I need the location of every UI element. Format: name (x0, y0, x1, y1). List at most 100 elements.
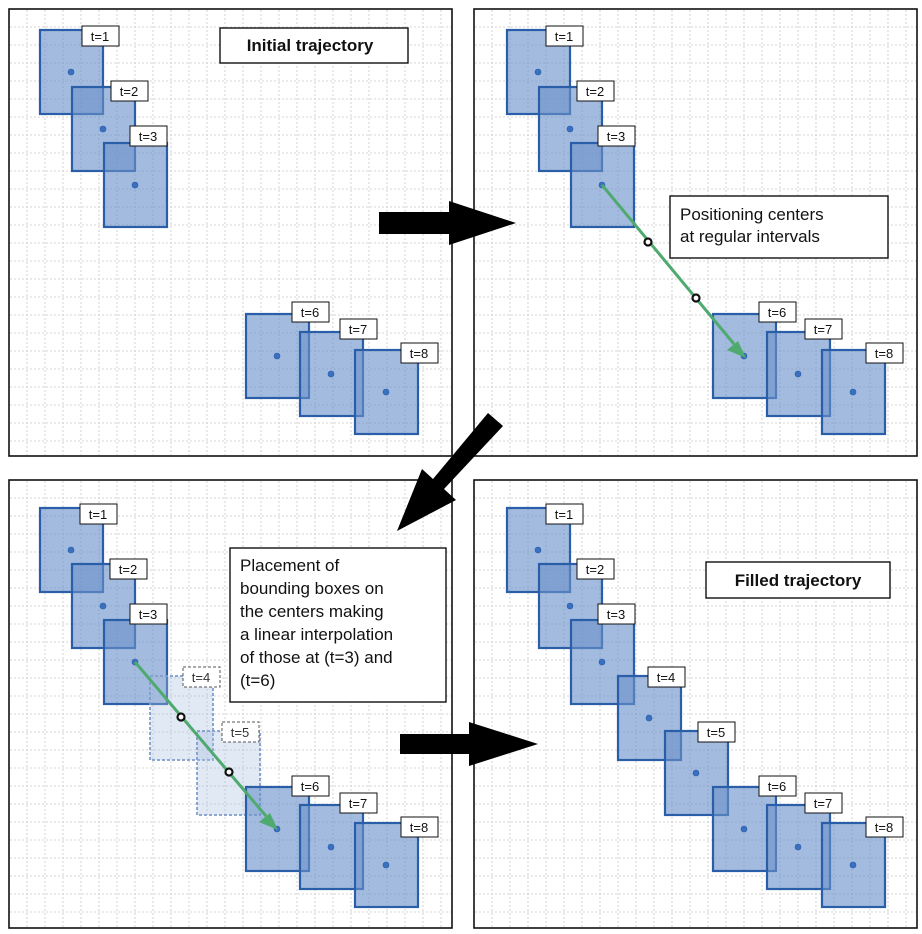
box-t8 (820, 821, 887, 909)
box-center-dot (740, 825, 748, 833)
svg-text:t=5: t=5 (707, 725, 725, 740)
svg-text:t=2: t=2 (119, 562, 137, 577)
time-tag-t1: t=1 (545, 25, 584, 47)
callout-positioning: Positioning centers at regular intervals (669, 195, 889, 259)
box-center-dot (692, 769, 700, 777)
flow-arrow-right (379, 201, 516, 245)
svg-text:Initial trajectory: Initial trajectory (247, 36, 374, 55)
interval-marker (691, 293, 701, 303)
time-tag-t3: t=3 (129, 125, 168, 147)
callout-placement: Placement of bounding boxes on the cente… (229, 547, 447, 703)
time-tag-t4: t=4 (647, 666, 686, 688)
svg-text:t=1: t=1 (89, 507, 107, 522)
svg-text:bounding boxes on: bounding boxes on (240, 579, 384, 598)
flow-arrow-diagonal (397, 413, 503, 531)
panel-positioning-centers: t=1 t=2 t=3 t=6 t=7 t=8 Positioning cent… (473, 8, 918, 457)
svg-text:t=2: t=2 (586, 562, 604, 577)
panel-filled-trajectory: t=1 t=2 t=3 t=4 t=5 t=6 t=7 t=8 Filled t… (473, 479, 918, 929)
svg-text:t=8: t=8 (410, 346, 428, 361)
svg-text:t=3: t=3 (139, 607, 157, 622)
svg-text:t=8: t=8 (410, 820, 428, 835)
time-tag-t6: t=6 (758, 301, 797, 323)
box-center-dot (67, 546, 75, 554)
box-center-dot (849, 388, 857, 396)
time-tag-t4: t=4 (182, 666, 221, 688)
box-t7 (765, 803, 832, 891)
svg-text:t=8: t=8 (875, 820, 893, 835)
time-tag-t3: t=3 (597, 125, 636, 147)
svg-text:(t=6): (t=6) (240, 671, 275, 690)
box-center-dot (794, 370, 802, 378)
time-tag-t5: t=5 (221, 721, 260, 743)
time-tag-t6: t=6 (291, 301, 330, 323)
panel-placement: t=1 t=2 t=3 t=4 t=5 t=6 t=7 t=8 Placemen… (8, 479, 453, 929)
time-tag-t2: t=2 (576, 558, 615, 580)
box-t7 (298, 803, 365, 891)
box-center-dot (273, 352, 281, 360)
interval-marker (224, 767, 234, 777)
box-center-dot (645, 714, 653, 722)
box-center-dot (534, 68, 542, 76)
time-tag-t2: t=2 (110, 80, 149, 102)
box-center-dot (327, 370, 335, 378)
svg-text:the centers making: the centers making (240, 602, 384, 621)
time-tag-t8: t=8 (400, 816, 439, 838)
time-tag-t2: t=2 (109, 558, 148, 580)
box-center-dot (566, 125, 574, 133)
time-tag-t7: t=7 (804, 792, 843, 814)
box-t7 (765, 330, 832, 418)
time-tag-t8: t=8 (865, 816, 904, 838)
box-center-dot (382, 861, 390, 869)
panel-title: Initial trajectory (219, 27, 409, 64)
svg-text:t=3: t=3 (607, 129, 625, 144)
svg-text:t=2: t=2 (120, 84, 138, 99)
svg-text:t=6: t=6 (768, 305, 786, 320)
box-center-dot (131, 181, 139, 189)
svg-text:t=3: t=3 (607, 607, 625, 622)
svg-text:t=7: t=7 (349, 796, 367, 811)
svg-text:Positioning centers: Positioning centers (680, 205, 824, 224)
svg-text:of those at (t=3) and: of those at (t=3) and (240, 648, 393, 667)
interval-marker (643, 237, 653, 247)
panel-title: Filled trajectory (705, 561, 891, 599)
trajectory-arrow (600, 184, 746, 358)
box-t3 (102, 141, 169, 229)
time-tag-t8: t=8 (865, 342, 904, 364)
time-tag-t1: t=1 (81, 25, 120, 47)
time-tag-t8: t=8 (400, 342, 439, 364)
time-tag-t5: t=5 (697, 721, 736, 743)
svg-text:Filled trajectory: Filled trajectory (735, 571, 862, 590)
svg-text:t=8: t=8 (875, 346, 893, 361)
box-t8 (353, 348, 420, 436)
svg-text:Placement of: Placement of (240, 556, 339, 575)
svg-text:t=6: t=6 (301, 305, 319, 320)
box-center-dot (327, 843, 335, 851)
panel-initial-trajectory: t=1 t=2 t=3 t=6 t=7 t=8 Initial trajecto… (8, 8, 453, 457)
box-center-dot (99, 125, 107, 133)
svg-text:t=7: t=7 (814, 796, 832, 811)
box-center-dot (794, 843, 802, 851)
svg-text:t=7: t=7 (349, 322, 367, 337)
time-tag-t2: t=2 (576, 80, 615, 102)
box-t7 (298, 330, 365, 418)
flow-arrow-right (400, 722, 538, 766)
svg-text:t=1: t=1 (555, 507, 573, 522)
svg-text:t=5: t=5 (231, 725, 249, 740)
trajectory-arrow (133, 661, 278, 830)
box-center-dot (849, 861, 857, 869)
svg-text:t=7: t=7 (814, 322, 832, 337)
time-tag-t7: t=7 (804, 318, 843, 340)
time-tag-t3: t=3 (597, 603, 636, 625)
svg-text:t=1: t=1 (555, 29, 573, 44)
interval-marker (176, 712, 186, 722)
box-t8 (820, 348, 887, 436)
svg-text:t=1: t=1 (91, 29, 109, 44)
time-tag-t6: t=6 (758, 775, 797, 797)
svg-text:t=3: t=3 (139, 129, 157, 144)
box-center-dot (598, 658, 606, 666)
time-tag-t1: t=1 (545, 503, 584, 525)
svg-text:t=4: t=4 (192, 670, 210, 685)
box-center-dot (67, 68, 75, 76)
time-tag-t7: t=7 (339, 318, 378, 340)
box-center-dot (566, 602, 574, 610)
